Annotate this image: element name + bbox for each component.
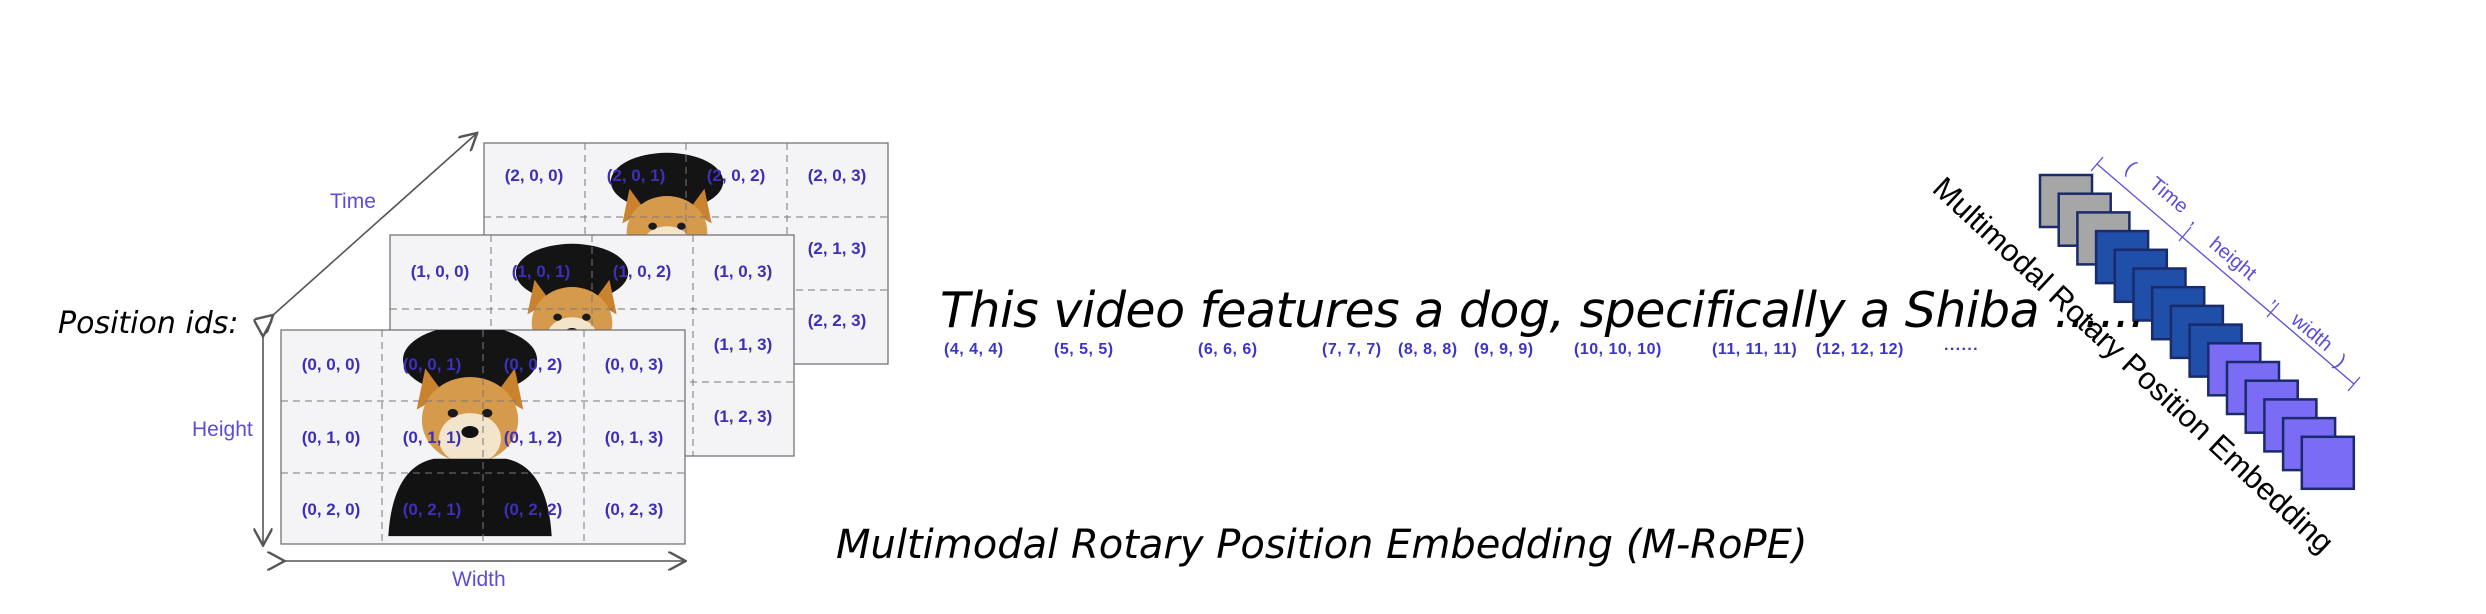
width-axis-label: Width [452,568,506,591]
token-position-id: (8, 8, 8) [1398,341,1458,358]
cell-id: (0, 2, 0) [302,500,361,519]
frame-t0: (0, 0, 0) (0, 0, 1) (0, 0, 2) (0, 0, 3) … [280,329,686,545]
token-position-id: (11, 11, 11) [1712,341,1798,358]
cell-id: (2, 0, 2) [707,166,766,185]
cell-id: (0, 2, 2) [504,500,563,519]
component-comma: , [2187,209,2205,229]
component-close-paren: ) [2331,351,2350,372]
component-brace [2090,156,2361,392]
height-axis-label: Height [192,418,253,441]
cell-id: (0, 0, 3) [605,355,664,374]
cell-id: (1, 0, 3) [714,262,773,281]
cell-id: (1, 0, 2) [613,262,672,281]
cell-id: (0, 1, 3) [605,428,664,447]
cell-id: (1, 2, 3) [714,407,773,426]
cell-id: (2, 2, 3) [808,311,867,330]
token-position-id: (7, 7, 7) [1322,341,1382,358]
cell-id: (0, 2, 1) [403,500,462,519]
diagram-title: Multimodal Rotary Position Embedding (M-… [836,522,1808,568]
cell-id: (1, 1, 3) [714,335,773,354]
component-open-paren: ( [2121,157,2141,178]
cell-id: (0, 1, 0) [302,428,361,447]
token-position-id: (6, 6, 6) [1198,341,1258,358]
cell-id: (2, 1, 3) [808,239,867,258]
cell-id: (2, 0, 1) [607,166,666,185]
cell-id: (1, 0, 1) [512,262,571,281]
cell-id: (0, 0, 2) [504,355,563,374]
cell-id: (0, 1, 1) [403,428,462,447]
component-height: height [2205,233,2261,285]
cell-id: (0, 2, 3) [605,500,664,519]
time-axis-arrow [272,134,476,316]
token-position-id: (10, 10, 10) [1574,341,1662,358]
token-position-id: (12, 12, 12) [1816,341,1904,358]
token-position-id: (4, 4, 4) [944,341,1004,358]
width-block [2300,435,2356,491]
cell-id: (2, 0, 0) [505,166,564,185]
cell-id: (1, 0, 0) [411,262,470,281]
time-axis-label: Time [330,190,376,213]
cell-id: (2, 0, 3) [808,166,867,185]
cell-id: (0, 0, 1) [403,355,462,374]
token-position-id: (5, 5, 5) [1054,341,1114,358]
position-ids-label: Position ids: [58,306,239,341]
token-ellipsis: ······ [1944,341,1979,358]
caption-sentence: This video features a dog, specifically … [940,282,2145,339]
cell-id: (0, 1, 2) [504,428,563,447]
embedding-block-stack [2038,173,2356,491]
token-position-id: (9, 9, 9) [1474,341,1534,358]
cell-id: (0, 0, 0) [302,355,361,374]
